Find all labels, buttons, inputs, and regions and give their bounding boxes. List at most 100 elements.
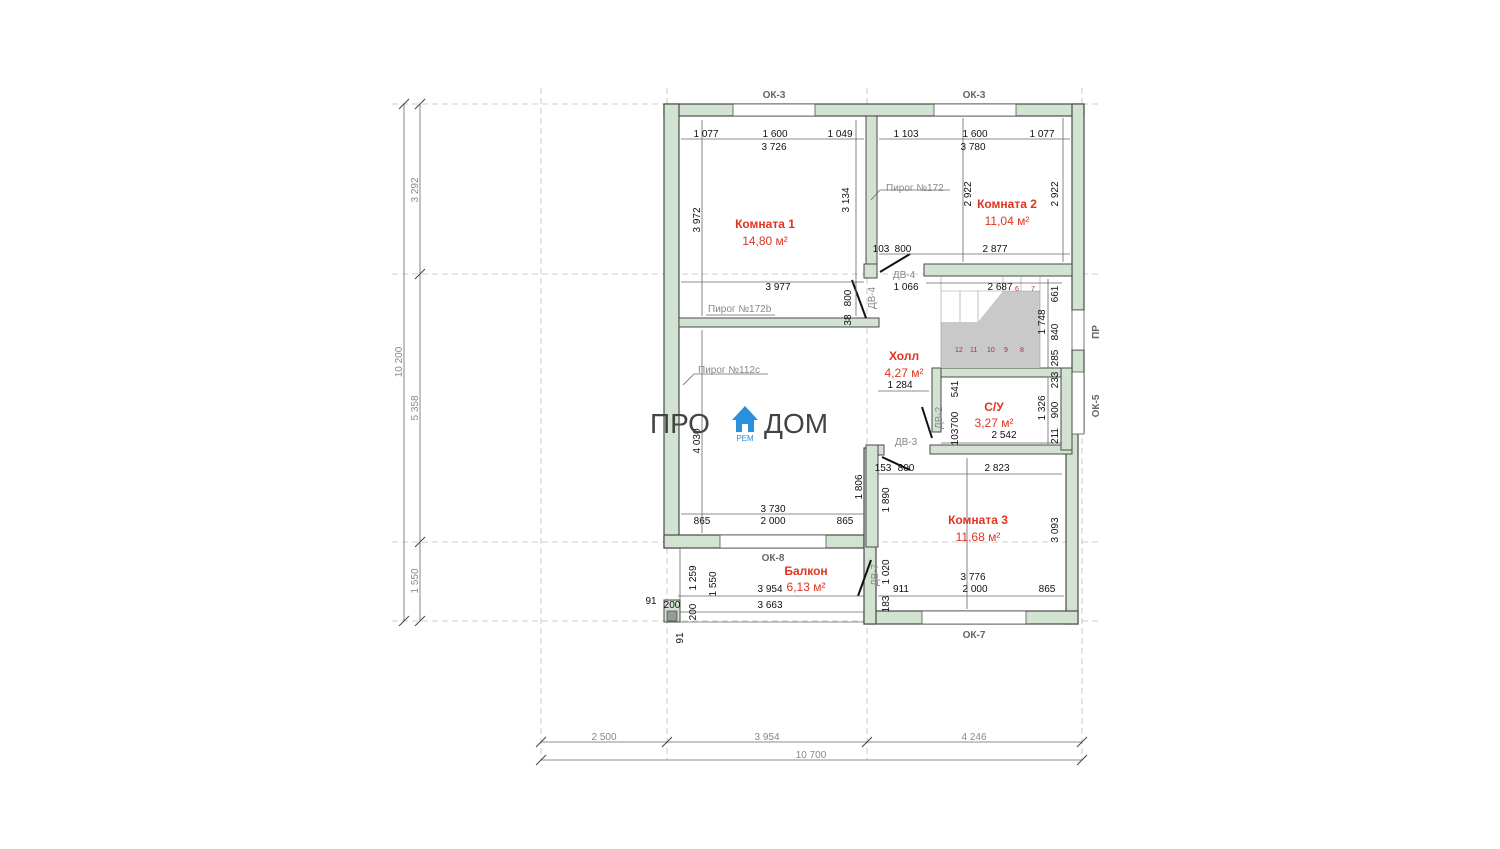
interior-walls xyxy=(678,115,1073,548)
room3-dimensions: 153 800 2 823 1 890 3 093 3 776 911 2 00… xyxy=(875,463,1061,612)
dim-3972: 3 972 xyxy=(692,207,703,232)
su-dimensions: 103 700 1 326 900 211 2 542 xyxy=(950,395,1061,445)
dim-800-r2: 800 xyxy=(895,244,912,255)
dim-865-b: 865 xyxy=(837,516,854,527)
logo-text-right: ДОМ xyxy=(764,408,828,439)
windows xyxy=(719,103,1085,625)
label-ok7: ОК-7 xyxy=(963,630,986,641)
dim-285: 285 xyxy=(1050,349,1061,366)
opening-labels: ОК-3 ОК-3 ОК-8 ОК-7 ОК-5 ПР ДВ-4 ДВ-4 ДВ… xyxy=(762,90,1102,641)
room1-name: Комната 1 xyxy=(735,217,795,231)
dim-bottom-3954: 3 954 xyxy=(754,732,779,743)
label-dv4-vertical: ДВ-4 xyxy=(867,286,878,309)
left-room-dimensions: 4 030 3 730 865 2 000 865 1 806 xyxy=(692,428,865,527)
window-ok7 xyxy=(921,610,1027,625)
dim-1066: 1 066 xyxy=(893,282,918,293)
dim-1600-a: 1 600 xyxy=(762,129,787,140)
dim-1020: 1 020 xyxy=(881,559,892,584)
dim-541: 541 xyxy=(950,380,961,397)
hall-dimensions: 1 066 2 687 661 1 748 840 285 233 1 284 … xyxy=(887,282,1061,397)
dim-91-a: 91 xyxy=(645,596,657,607)
dim-3730: 3 730 xyxy=(760,504,785,515)
balcony-area: 6,13 м² xyxy=(787,580,826,594)
label-dv4-horizontal: ДВ-4 xyxy=(893,270,916,281)
dim-4030: 4 030 xyxy=(692,428,703,453)
top-dimensions: 1 077 1 600 1 049 3 726 1 103 1 600 1 07… xyxy=(693,129,1054,153)
balcony-name: Балкон xyxy=(784,564,827,578)
pie-112c: Пирог №112c xyxy=(698,365,760,376)
dim-1550-b: 1 550 xyxy=(708,571,719,596)
step-10: 10 xyxy=(987,347,995,354)
dim-bottom-2500: 2 500 xyxy=(591,732,616,743)
dim-865-a: 865 xyxy=(694,516,711,527)
window-ok3-left xyxy=(732,103,816,117)
logo-watermark: ПРО РЕМ ДОМ xyxy=(650,406,828,443)
dim-3780: 3 780 xyxy=(960,142,985,153)
dim-bottom-4246: 4 246 xyxy=(961,732,986,743)
label-dv3: ДВ-3 xyxy=(895,437,918,448)
window-ok5 xyxy=(1071,371,1085,435)
dim-3954-b: 3 954 xyxy=(757,584,782,595)
window-ok3-right xyxy=(933,103,1017,117)
step-11: 11 xyxy=(970,347,977,354)
room3-name: Комната 3 xyxy=(948,513,1008,527)
label-dv2: ДВ-2 xyxy=(934,406,945,429)
dim-911: 911 xyxy=(893,584,909,595)
dim-2922-a: 2 922 xyxy=(963,181,974,206)
dim-left-10200: 10 200 xyxy=(394,346,405,377)
dim-bottom-10700: 10 700 xyxy=(796,750,827,761)
pie-172: Пирог №172 xyxy=(886,183,944,194)
dim-3726: 3 726 xyxy=(761,142,786,153)
hall-name: Холл xyxy=(889,349,919,363)
room3-area: 11,68 м² xyxy=(956,530,1001,544)
dim-700: 700 xyxy=(950,411,961,428)
balcony xyxy=(663,548,864,623)
label-pr: ПР xyxy=(1091,325,1102,339)
dim-1600-b: 1 600 xyxy=(962,129,987,140)
logo-text-sub: РЕМ xyxy=(736,434,754,443)
room2-dimensions: 2 922 2 922 103 800 2 877 xyxy=(873,181,1061,255)
dim-2542: 2 542 xyxy=(991,430,1016,441)
step-8: 8 xyxy=(1020,347,1024,354)
dim-38: 38 xyxy=(843,314,854,326)
internal-dimension-lines xyxy=(678,118,1070,609)
window-ok8 xyxy=(719,534,827,549)
dim-103-su: 103 xyxy=(950,428,961,445)
dim-2823: 2 823 xyxy=(984,463,1009,474)
dim-800-r3: 800 xyxy=(898,463,915,474)
dim-1284: 1 284 xyxy=(887,380,912,391)
dim-1103: 1 103 xyxy=(893,129,918,140)
dim-233: 233 xyxy=(1050,371,1061,388)
staircase: 12 11 10 9 8 6 7 xyxy=(940,276,1041,368)
dim-91-b: 91 xyxy=(675,632,686,644)
dim-1049: 1 049 xyxy=(827,129,852,140)
dim-3093: 3 093 xyxy=(1050,517,1061,542)
room-labels: Комната 1 14,80 м² Комната 2 11,04 м² Хо… xyxy=(735,197,1037,594)
dim-840: 840 xyxy=(1050,323,1061,340)
doors xyxy=(851,253,933,597)
dim-3134: 3 134 xyxy=(841,187,852,212)
dim-left-1550: 1 550 xyxy=(410,568,421,593)
dim-1259: 1 259 xyxy=(688,565,699,590)
dim-left-5358: 5 358 xyxy=(410,395,421,420)
dim-1890: 1 890 xyxy=(881,487,892,512)
dim-2000-r3: 2 000 xyxy=(962,584,987,595)
step-12: 12 xyxy=(955,347,963,354)
room2-area: 11,04 м² xyxy=(985,214,1030,228)
label-ok5: ОК-5 xyxy=(1091,394,1102,417)
label-dv7: ДВ-7 xyxy=(870,563,881,586)
dim-1077-a: 1 077 xyxy=(693,129,718,140)
dim-2687: 2 687 xyxy=(987,282,1012,293)
dim-661: 661 xyxy=(1050,285,1061,302)
balcony-dimensions: 1 259 1 550 3 954 3 663 91 200 200 91 xyxy=(645,565,783,644)
dim-153: 153 xyxy=(875,463,892,474)
dim-1748: 1 748 xyxy=(1037,309,1048,334)
room1-dimensions: 3 972 3 134 3 977 800 38 xyxy=(692,187,854,326)
hall-area: 4,27 м² xyxy=(885,366,924,380)
dim-103-r2: 103 xyxy=(873,244,890,255)
bottom-dimension-chain: 2 500 3 954 4 246 10 700 xyxy=(535,732,1088,766)
door-pr xyxy=(1071,309,1085,351)
room2-name: Комната 2 xyxy=(977,197,1037,211)
dim-2000-l: 2 000 xyxy=(760,516,785,527)
step-9: 9 xyxy=(1004,347,1008,354)
